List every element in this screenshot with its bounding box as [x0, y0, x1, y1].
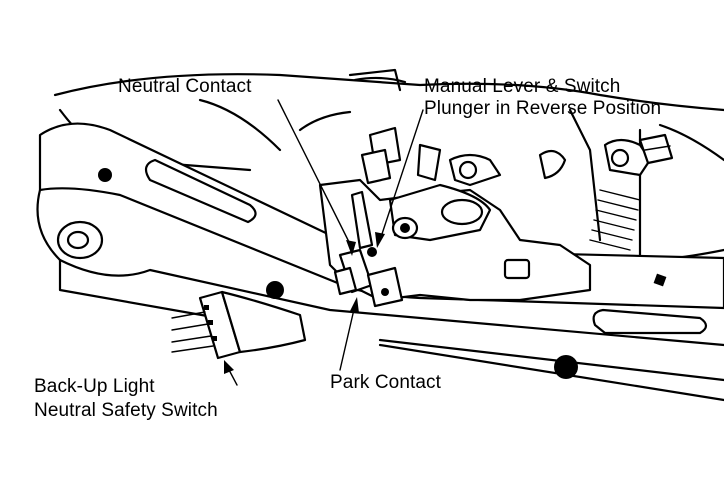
manual-lever-leader: [379, 109, 424, 241]
switch-assembly: [318, 126, 674, 308]
backup-light-label-line1: Back-Up Light: [34, 376, 155, 397]
manual-lever-label-line1: Manual Lever & Switch: [424, 76, 621, 97]
backup-light-label-line2: Neutral Safety Switch: [34, 400, 218, 421]
park-contact-label: Park Contact: [330, 372, 442, 393]
backup-switch-body: [171, 290, 307, 360]
park-contact-arrowhead: [350, 297, 359, 313]
manual-lever-arrowhead: [375, 232, 385, 248]
transmission-housing: [53, 68, 724, 272]
leader-lines: [224, 99, 424, 386]
neutral-contact-arrowhead: [346, 240, 356, 256]
neutral-contact-leader: [277, 99, 353, 249]
neutral-contact-label: Neutral Contact: [118, 76, 252, 97]
backup-switch-arrowhead: [224, 360, 234, 374]
park-contact-leader: [339, 304, 356, 371]
manual-lever-label-line2: Plunger in Reverse Position: [424, 98, 662, 119]
